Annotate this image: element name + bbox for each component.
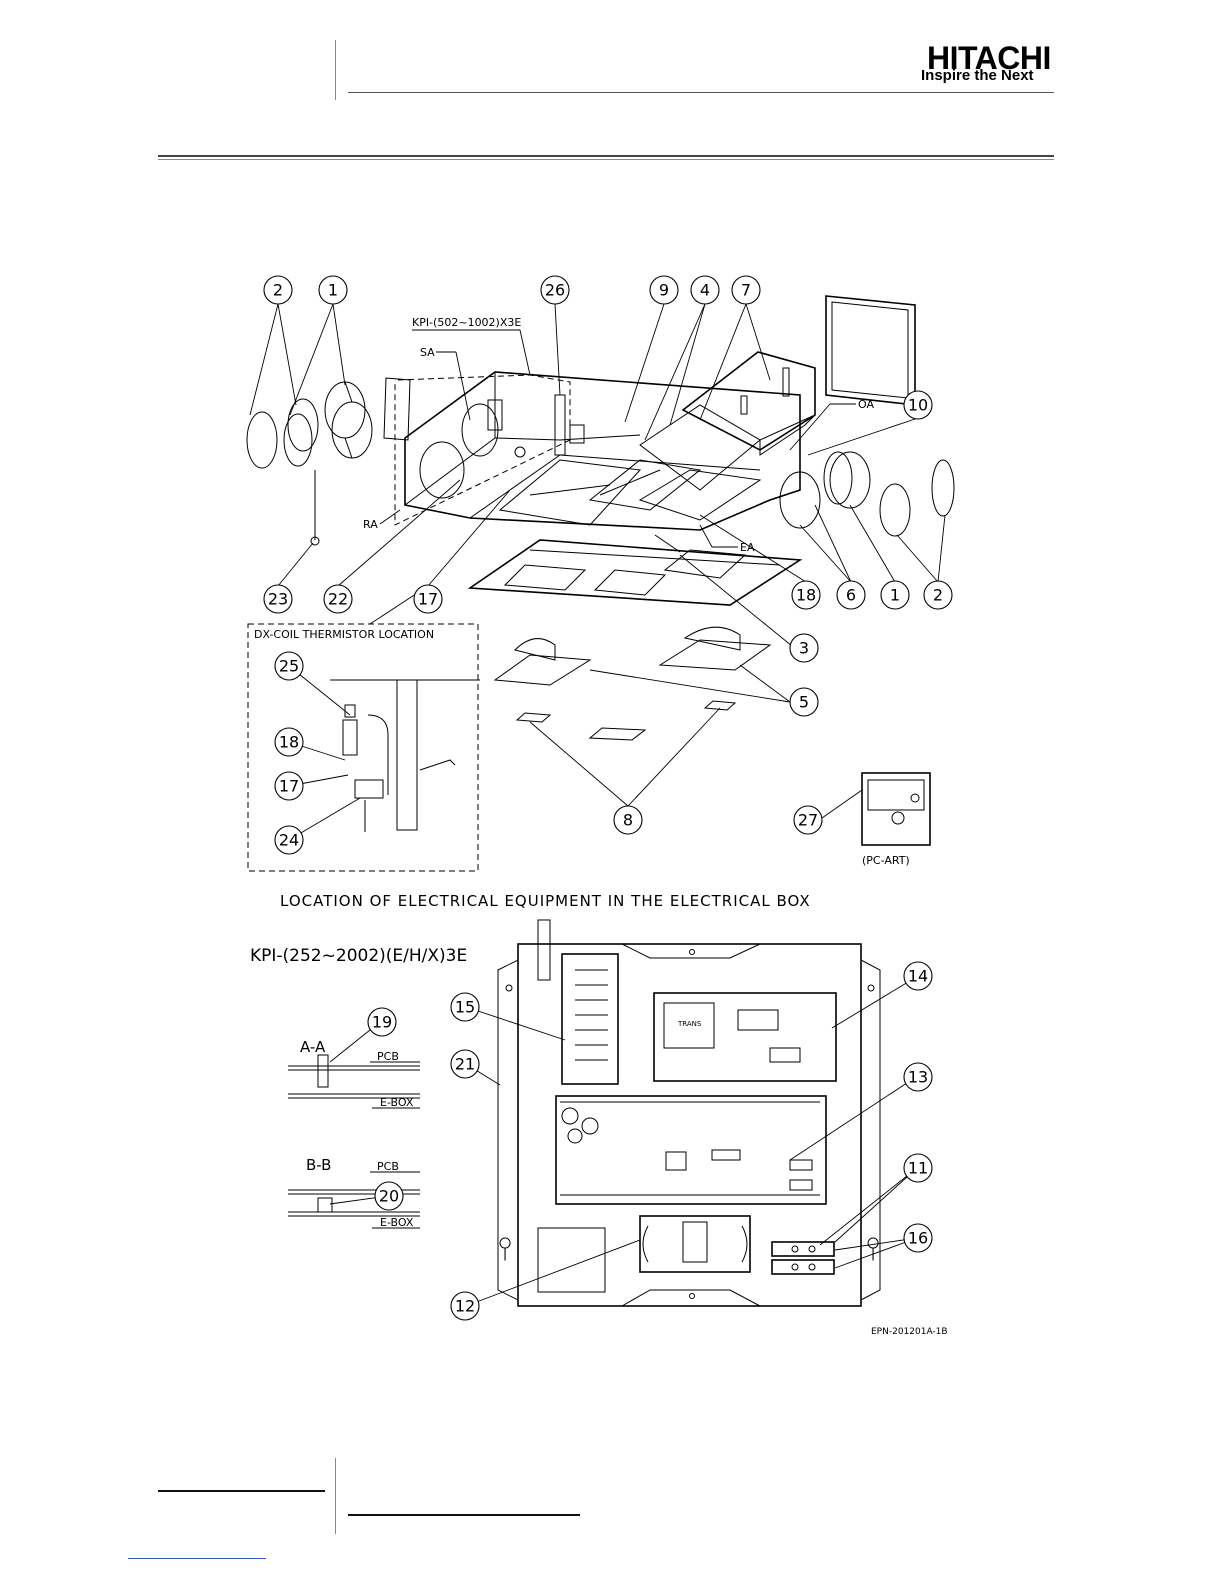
svg-text:11: 11 [908,1159,928,1178]
section-bb-label: B-B [306,1156,331,1174]
callout-1b: 1 [880,580,910,610]
svg-text:15: 15 [455,998,475,1017]
transformer-label: TRANS [677,1020,702,1028]
section-aa-label: A-A [300,1038,326,1056]
callout-5: 5 [789,687,819,717]
svg-text:4: 4 [700,281,710,300]
footer-link-underline [128,1558,266,1559]
svg-text:1: 1 [328,281,338,300]
brand-logo: HITACHI [927,40,1051,76]
callout-19: 19 [367,1007,397,1037]
callout-17a: 17 [413,584,443,614]
svg-text:8: 8 [623,811,633,830]
svg-text:18: 18 [279,733,299,752]
callout-10: 10 [903,390,933,420]
callout-2a: 2 [263,275,293,305]
svg-text:7: 7 [741,281,751,300]
header-rule [348,92,1054,93]
callout-26: 26 [540,275,570,305]
remote-label: (PC-ART) [862,854,910,867]
svg-text:17: 17 [418,590,438,609]
svg-text:17: 17 [279,777,299,796]
ebox-label-bb: E-BOX [380,1216,414,1229]
unit-body [383,371,801,531]
callout-8: 8 [613,805,643,835]
svg-text:10: 10 [908,396,928,415]
leader-lines [249,303,946,1307]
callout-13: 13 [903,1062,933,1092]
svg-text:25: 25 [279,657,299,676]
svg-text:20: 20 [379,1187,399,1206]
callout-2b: 2 [923,580,953,610]
header-vertical-rule [335,40,336,100]
svg-text:13: 13 [908,1068,928,1087]
ebox-label-aa: E-BOX [380,1096,414,1109]
svg-text:24: 24 [279,831,299,850]
svg-text:14: 14 [908,967,928,986]
electrical-box: TRANS [497,919,881,1307]
svg-text:1: 1 [890,586,900,605]
port-label-ra: RA [363,518,378,531]
callout-3: 3 [789,633,819,663]
callout-20: 20 [374,1181,404,1211]
footer-vertical-rule [335,1458,336,1534]
port-label-ea: EA [740,541,755,554]
svg-text:23: 23 [268,590,288,609]
svg-text:21: 21 [455,1055,475,1074]
callout-9: 9 [649,275,679,305]
callout-12: 12 [450,1291,480,1321]
callout-17b: 17 [274,771,304,801]
svg-text:18: 18 [796,586,816,605]
callout-16: 16 [903,1223,933,1253]
callout-6: 6 [836,580,866,610]
svg-text:16: 16 [908,1229,928,1248]
callout-4: 4 [690,275,720,305]
footer-left-rule [158,1490,325,1492]
port-label-oa: OA [858,398,874,411]
drawing-number: EPN-201201A-1B [871,1327,948,1337]
svg-text:9: 9 [659,281,669,300]
callout-15: 15 [450,992,480,1022]
inset-title: DX-COIL THERMISTOR LOCATION [254,628,434,641]
section-double-rule [158,155,1054,157]
section-double-rule-2 [158,159,1054,160]
brand-tagline: Inspire the Next [921,67,1034,84]
callout-18a: 18 [791,580,821,610]
svg-text:19: 19 [372,1013,392,1032]
callout-11: 11 [903,1153,933,1183]
svg-text:26: 26 [545,281,565,300]
svg-text:27: 27 [798,811,818,830]
svg-text:3: 3 [799,639,809,658]
footer-center-rule [348,1514,580,1516]
callout-21: 21 [450,1049,480,1079]
callout-27: 27 [793,805,823,835]
callout-22: 22 [323,584,353,614]
svg-text:6: 6 [846,586,856,605]
callout-24: 24 [274,825,304,855]
callout-23: 23 [263,584,293,614]
svg-text:2: 2 [933,586,943,605]
svg-text:12: 12 [455,1297,475,1316]
svg-text:2: 2 [273,281,283,300]
callout-7: 7 [731,275,761,305]
pcb-label-aa: PCB [377,1050,399,1063]
electrical-section-title: LOCATION OF ELECTRICAL EQUIPMENT IN THE … [280,892,811,910]
svg-text:22: 22 [328,590,348,609]
svg-text:5: 5 [799,693,809,712]
callout-1a: 1 [318,275,348,305]
callout-14: 14 [903,961,933,991]
port-label-sa: SA [420,346,435,359]
pcb-label-bb: PCB [377,1160,399,1173]
unit-model-top-label: KPI-(502~1002)X3E [412,316,521,329]
callout-25: 25 [274,651,304,681]
callout-18b: 18 [274,727,304,757]
unit-model-bottom-label: KPI-(252~2002)(E/H/X)3E [250,946,467,966]
